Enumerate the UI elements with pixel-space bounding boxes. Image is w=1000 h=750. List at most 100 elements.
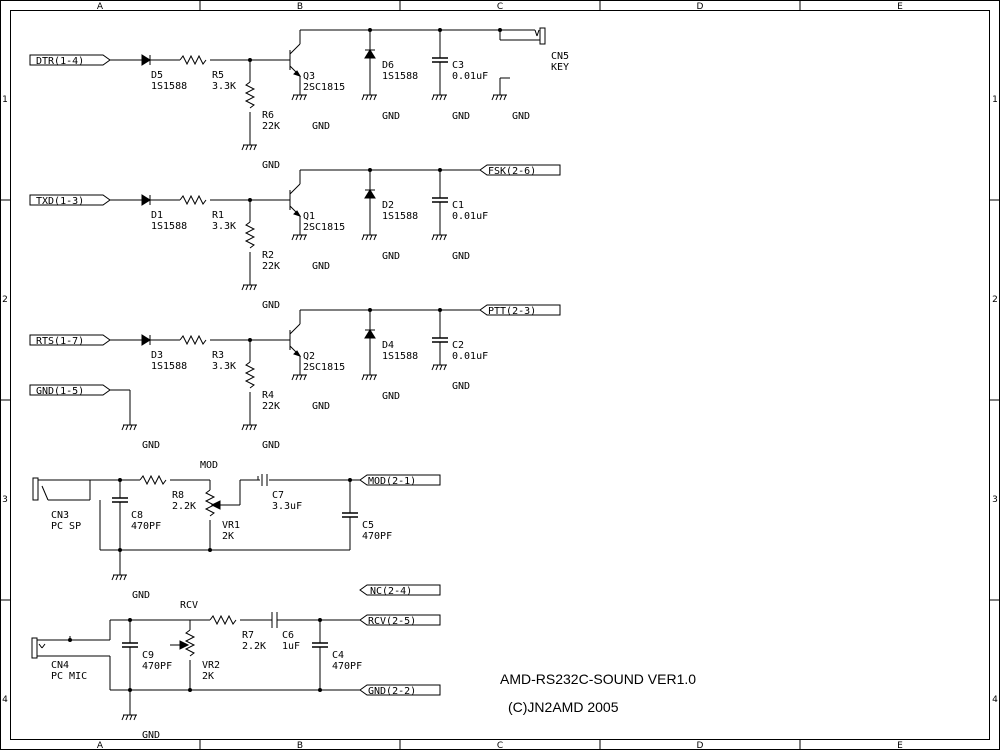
c8-value: 470PF <box>131 521 161 532</box>
cn5-key-jack <box>499 27 546 45</box>
txd-fsk-stage: TXD(1-3) <box>29 164 561 311</box>
r6-resistor <box>245 81 255 109</box>
q3-ref: Q3 <box>303 71 315 82</box>
rcv-port: RCV(2-5) <box>359 614 441 627</box>
rcv-port-label: RCV(2-5) <box>368 616 416 627</box>
c1-capacitor <box>431 197 449 203</box>
c4-value: 470PF <box>332 661 362 672</box>
r3-ref: R3 <box>212 350 224 361</box>
frame-col-c-bottom: C <box>497 741 503 750</box>
c5-capacitor <box>341 512 359 518</box>
cn5-ref: CN5 <box>551 51 569 62</box>
frame-row-2-left: 2 <box>2 295 8 305</box>
r7-resistor <box>209 615 237 625</box>
d3-diode <box>141 334 151 346</box>
vr2-value: 2K <box>202 671 214 682</box>
c1-ref: C1 <box>452 200 464 211</box>
frame-col-c-top: C <box>497 2 503 12</box>
dtr-port: DTR(1-4) <box>29 54 111 67</box>
r4-resistor <box>245 361 255 389</box>
frame-row-4-right: 4 <box>992 695 998 705</box>
d3-ref: D3 <box>151 350 163 361</box>
c8-ref: C8 <box>131 510 143 521</box>
c5-value: 470PF <box>362 531 392 542</box>
gnd-label: GND <box>382 111 400 122</box>
txd-port: TXD(1-3) <box>29 194 111 207</box>
gnd-label: GND <box>382 251 400 262</box>
c1-value: 0.01uF <box>452 211 488 222</box>
cn3-value: PC SP <box>51 521 81 532</box>
c4-ref: C4 <box>332 650 344 661</box>
frame-col-b-bottom: B <box>297 741 303 750</box>
q2-value: 2SC1815 <box>303 362 345 373</box>
gnd-label: GND <box>452 251 470 262</box>
gnd-label: GND <box>262 300 280 311</box>
mod-port-label: MOD(2-1) <box>368 476 416 487</box>
c3-ref: C3 <box>452 60 464 71</box>
rcv-stage: RCV(2-5) GND(2-2) RCV CN4 PC MIC C9 470P… <box>31 600 441 741</box>
r7-ref: R7 <box>242 630 254 641</box>
r6-value: 22K <box>262 121 280 132</box>
r3-value: 3.3K <box>212 361 236 372</box>
d5-ref: D5 <box>151 70 163 81</box>
fsk-port: FSK(2-6) <box>479 164 561 177</box>
rts-port-label: RTS(1-7) <box>36 336 84 347</box>
d2-value: 1S1588 <box>382 211 418 222</box>
q1-ref: Q1 <box>303 211 315 222</box>
q3-value: 2SC1815 <box>303 82 345 93</box>
c2-capacitor <box>431 337 449 343</box>
r2-resistor <box>245 221 255 249</box>
frame-col-e-top: E <box>897 2 903 12</box>
gnd-label: GND <box>452 381 470 392</box>
r1-ref: R1 <box>212 210 224 221</box>
r8-ref: R8 <box>172 490 184 501</box>
frame-row-3-right: 3 <box>992 495 998 505</box>
frame-row-3-left: 3 <box>2 495 8 505</box>
frame-row-2-right: 2 <box>992 295 998 305</box>
r3-resistor <box>179 335 207 345</box>
vr1-value: 2K <box>222 531 234 542</box>
q2-transistor <box>289 310 302 375</box>
r2-ref: R2 <box>262 250 274 261</box>
gnd-label: GND <box>312 401 330 412</box>
frame-row-1-left: 1 <box>2 95 8 105</box>
vr1-potentiometer <box>205 480 240 550</box>
rts-port: RTS(1-7) <box>29 334 111 347</box>
cn4-jack <box>31 636 110 659</box>
r5-resistor <box>179 55 207 65</box>
rcv-net-label: RCV <box>180 600 198 611</box>
d4-diode <box>364 310 376 375</box>
c5-ref: C5 <box>362 520 374 531</box>
q1-transistor <box>289 170 302 235</box>
mod-net-label: MOD <box>200 460 218 471</box>
gnd-label: GND <box>312 121 330 132</box>
d6-diode <box>364 30 376 95</box>
c9-capacitor <box>121 642 139 648</box>
mod-stage: MOD(2-1) MOD CN3 PC SP C8 470PF R8 2.2K … <box>32 460 441 601</box>
nc-port: NC(2-4) <box>359 584 441 597</box>
vr2-potentiometer <box>170 620 195 690</box>
drawing-title: AMD-RS232C-SOUND VER1.0 <box>500 671 696 687</box>
dtr-key-stage: DTR(1-4) <box>29 27 569 171</box>
gnd-label: GND <box>452 111 470 122</box>
cn4-ref: CN4 <box>51 660 69 671</box>
q2-ref: Q2 <box>303 351 315 362</box>
nc-port-label: NC(2-4) <box>370 586 412 597</box>
q1-value: 2SC1815 <box>303 222 345 233</box>
frame-row-1-right: 1 <box>992 95 998 105</box>
d3-value: 1S1588 <box>151 361 187 372</box>
gnd-label: GND <box>382 391 400 402</box>
vr1-ref: VR1 <box>222 520 240 531</box>
r6-ref: R6 <box>262 110 274 121</box>
ground-symbol <box>241 144 258 151</box>
frame-col-d-bottom: D <box>697 741 704 750</box>
c4-capacitor <box>311 642 329 648</box>
c7-capacitor <box>257 474 268 486</box>
gnd-label: GND <box>262 440 280 451</box>
d2-diode <box>364 170 376 235</box>
c7-ref: C7 <box>272 490 284 501</box>
title-block: AMD-RS232C-SOUND VER1.0 (C)JN2AMD 2005 <box>500 671 696 715</box>
r5-ref: R5 <box>212 70 224 81</box>
